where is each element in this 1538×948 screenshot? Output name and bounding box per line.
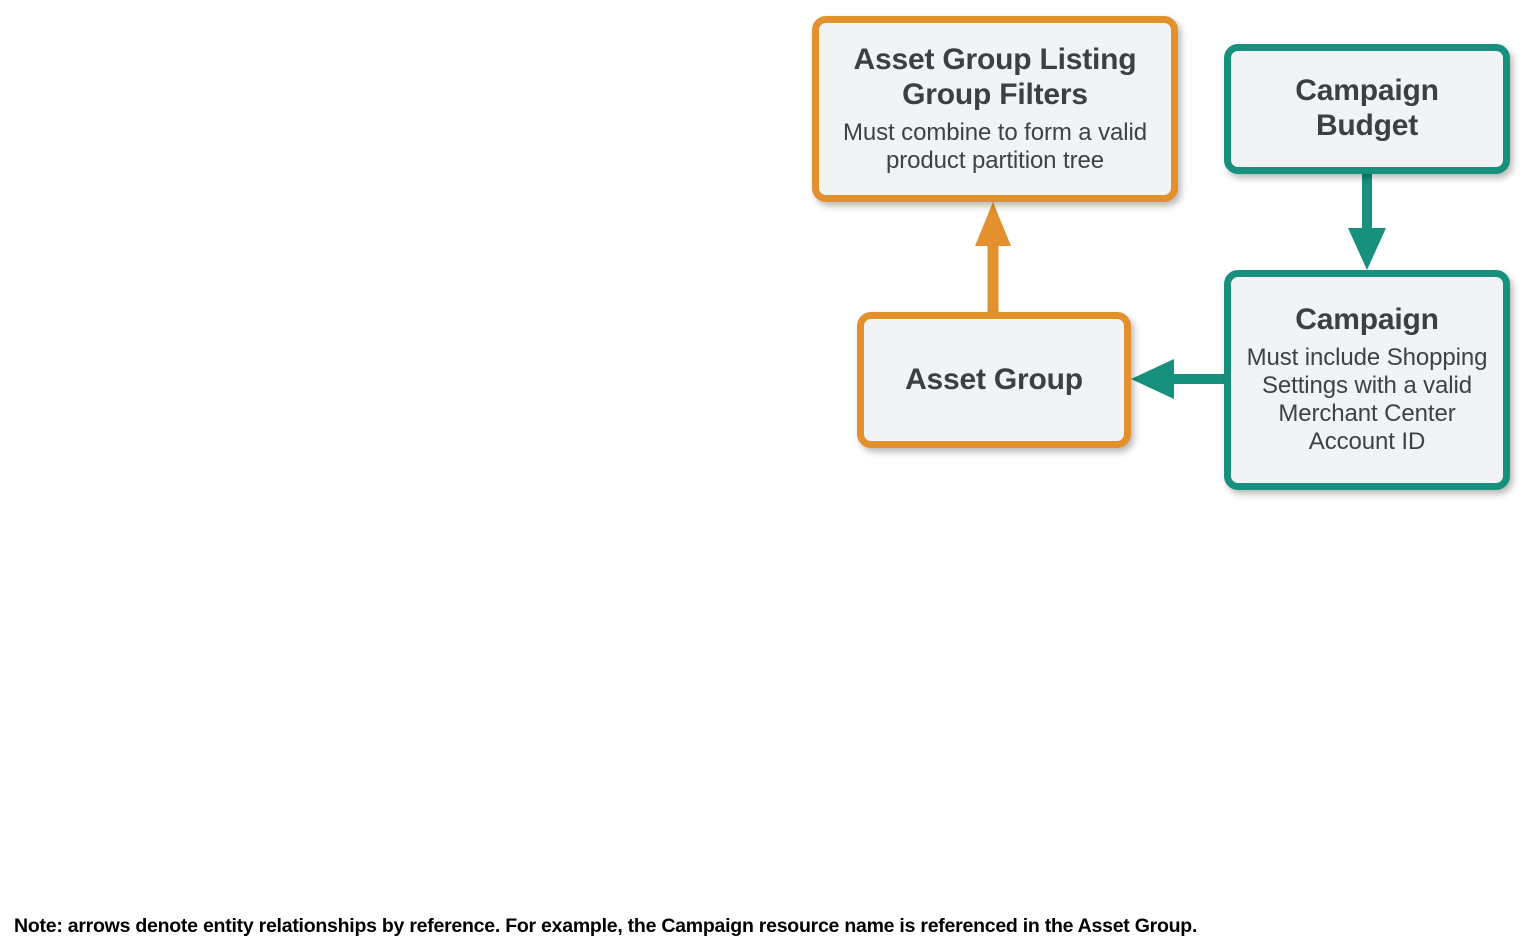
node-description: Must combine to form a valid product par… — [843, 118, 1147, 174]
node-title: Campaign — [1295, 303, 1439, 337]
node-description: Must include Shopping Settings with a va… — [1246, 344, 1488, 456]
edge-campaign-to-asset-group — [1131, 359, 1224, 399]
edge-asset-group-to-filters — [975, 202, 1011, 312]
node-asset-group-listing-group-filters[interactable]: Asset Group Listing Group Filters Must c… — [812, 16, 1178, 202]
node-title: Campaign Budget — [1295, 74, 1439, 142]
footer-note: Note: arrows denote entity relationships… — [14, 915, 1198, 937]
node-asset-group[interactable]: Asset Group — [857, 312, 1131, 448]
node-campaign-budget[interactable]: Campaign Budget — [1224, 44, 1510, 174]
node-campaign[interactable]: Campaign Must include Shopping Settings … — [1224, 270, 1510, 490]
edge-budget-to-campaign — [1348, 174, 1386, 270]
node-title: Asset Group — [905, 362, 1083, 396]
node-title: Asset Group Listing Group Filters — [853, 43, 1137, 111]
